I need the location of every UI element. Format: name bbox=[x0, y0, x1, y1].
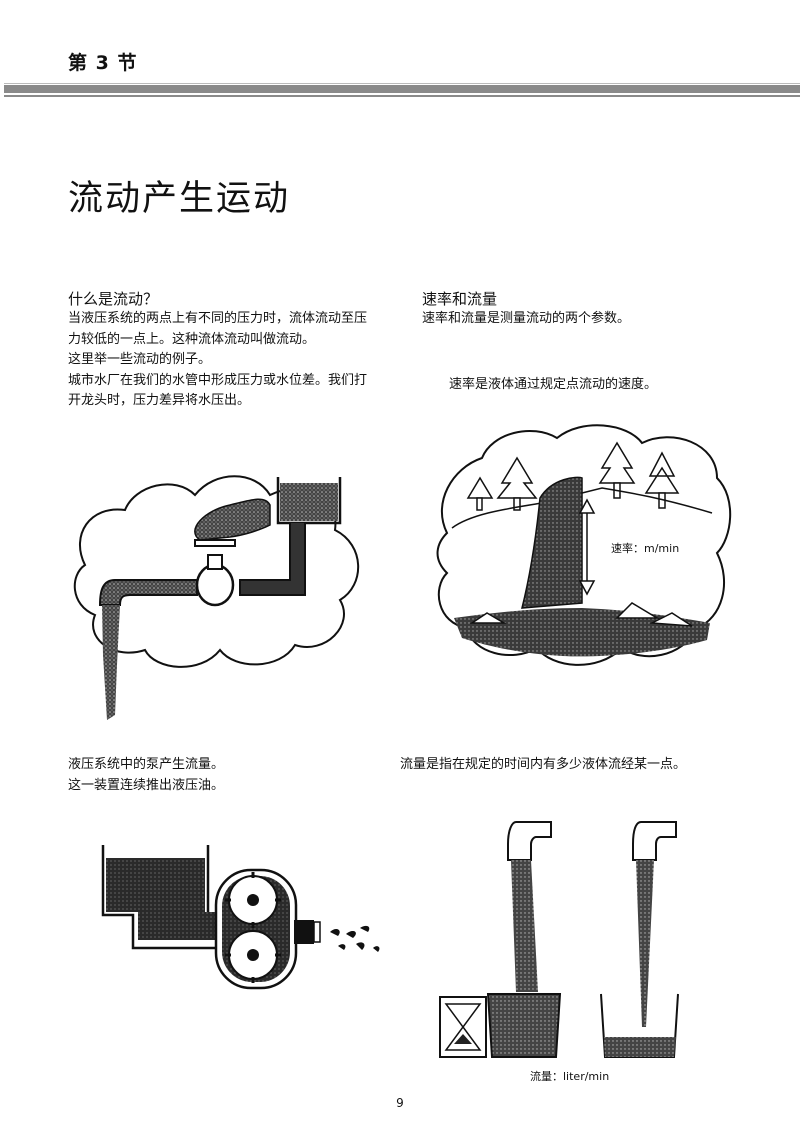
flow-definition: 流量是指在规定的时间内有多少液体流经某一点。 bbox=[400, 757, 687, 772]
flow-caption: 流量：liter/min bbox=[530, 1070, 610, 1083]
faucet-illustration bbox=[73, 475, 360, 720]
left-paragraph-line: 城市水厂在我们的水管中形成压力或水位差。我们打 bbox=[68, 372, 368, 388]
left-paragraph-line: 当液压系统的两点上有不同的压力时，流体流动至压 bbox=[68, 311, 368, 326]
speed-caption: 速率：m/min bbox=[611, 542, 680, 555]
page-number: 9 bbox=[396, 1096, 404, 1110]
left-heading: 什么是流动？ bbox=[68, 290, 159, 308]
header-rule-top bbox=[4, 83, 800, 84]
right-heading: 速率和流量 bbox=[422, 290, 498, 308]
waterfall-illustration bbox=[436, 424, 732, 666]
section-label: 第 3 节 bbox=[68, 52, 138, 74]
flow-rate-illustration bbox=[439, 821, 679, 1058]
header-rule-thin bbox=[4, 95, 800, 97]
pump-illustration bbox=[101, 845, 380, 990]
header-rule-thick bbox=[4, 85, 800, 93]
left-paragraph-line: 力较低的一点上。这种流体流动叫做流动。 bbox=[68, 331, 316, 347]
page-title: 流动产生运动 bbox=[68, 179, 291, 219]
pump-text-line: 液压系统中的泵产生流量。 bbox=[68, 757, 225, 772]
left-paragraph-line: 这里举一些流动的例子。 bbox=[68, 352, 212, 367]
pump-text: 液压系统中的泵产生流量。 这一装置连续推出液压油。 bbox=[68, 755, 224, 796]
pump-text-line: 这一装置连续推出液压油。 bbox=[68, 777, 225, 793]
left-body: 当液压系统的两点上有不同的压力时，流体流动至压 力较低的一点上。这种流体流动叫做… bbox=[68, 309, 408, 412]
speed-definition: 速率是液体通过规定点流动的速度。 bbox=[449, 377, 658, 392]
right-intro: 速率和流量是测量流动的两个参数。 bbox=[422, 311, 631, 326]
left-paragraph-line: 开龙头时，压力差异将水压出。 bbox=[68, 393, 251, 408]
